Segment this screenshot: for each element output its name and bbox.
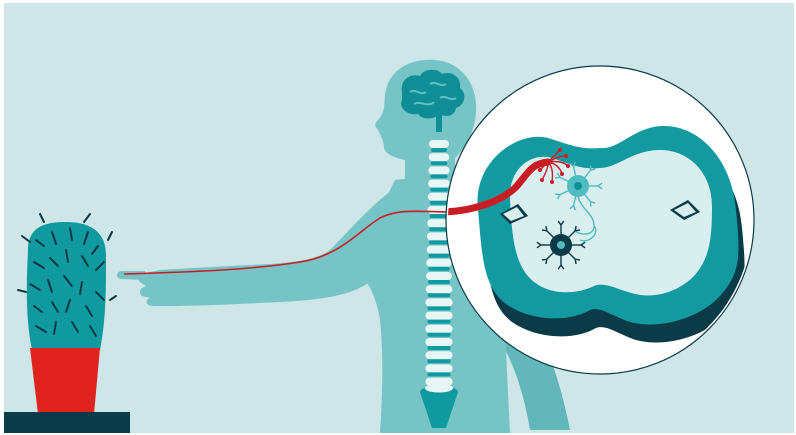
vertebra [429, 140, 449, 148]
dendrite-branch [546, 259, 547, 264]
synapse-dot [564, 154, 568, 158]
spinal-disc [427, 372, 450, 376]
vertebra [428, 166, 449, 174]
spinal-disc [430, 174, 447, 178]
spinal-disc [427, 333, 450, 337]
synapse-dot [550, 180, 554, 184]
dendrite-branch [575, 259, 580, 260]
spinal-disc [430, 188, 448, 192]
dendrite-branch [555, 177, 560, 178]
synapse-dot [566, 164, 570, 168]
spinal-disc [428, 267, 449, 271]
sacrum-top [425, 384, 453, 392]
synapse-dot [538, 168, 542, 172]
spinal-disc [431, 148, 447, 152]
vertebra [425, 351, 452, 359]
vertebra [426, 272, 452, 280]
spinal-disc [427, 320, 450, 324]
spinal-disc [428, 280, 450, 284]
dendrite-branch [542, 230, 547, 231]
shelf [4, 412, 130, 433]
spinal-disc [429, 240, 449, 244]
spinal-disc [431, 161, 448, 165]
synapse-dot [560, 172, 564, 176]
pot [30, 348, 100, 414]
vertebra [425, 364, 452, 372]
spinal-disc [427, 306, 450, 310]
vertebra [429, 153, 450, 161]
vertebra [427, 246, 452, 254]
spinal-disc [427, 346, 450, 350]
vertebra [426, 285, 453, 293]
synapse-dot [540, 178, 544, 182]
vertebra [426, 259, 451, 267]
spinal-disc [430, 201, 448, 205]
spinal-disc [427, 359, 450, 363]
vertebra [428, 180, 450, 188]
spinal-disc [429, 254, 450, 258]
spinal-disc [428, 293, 451, 297]
synapse-dot [558, 148, 562, 152]
vertebra [425, 325, 452, 333]
vertebra [425, 312, 452, 320]
vertebra [425, 298, 452, 306]
vertebra [425, 338, 452, 346]
dendrite-branch [575, 226, 576, 231]
